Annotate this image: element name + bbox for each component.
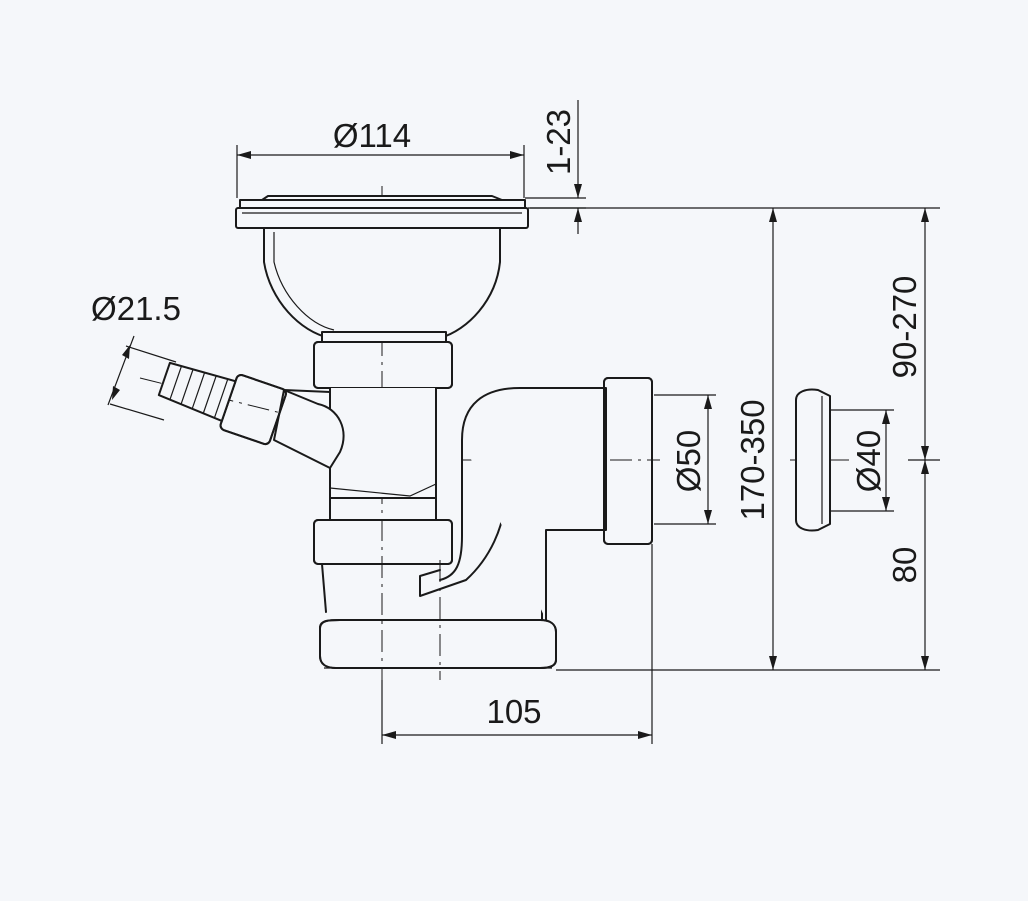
dim-width-105: 105: [486, 693, 541, 730]
outlet-coupling-nut: [603, 377, 653, 545]
dim-diameter-40: Ø40: [850, 430, 887, 492]
hose-connector: [157, 361, 287, 446]
lower-coupling-nut: [313, 519, 453, 565]
dim-height-80: 80: [886, 547, 923, 584]
outlet-elbow: [461, 387, 607, 620]
hose-branch: [273, 389, 345, 469]
end-cap-plug: [795, 388, 831, 532]
dimension-lines: [107, 100, 940, 744]
strainer-plate: [235, 195, 529, 229]
bottom-trap-nut: [319, 619, 557, 669]
dim-diameter-50: Ø50: [670, 430, 707, 492]
dim-diameter-114: Ø114: [333, 117, 411, 154]
dim-diameter-21-5: Ø21.5: [91, 290, 181, 327]
dim-height-90-270: 90-270: [886, 276, 923, 379]
dim-height-170-350: 170-350: [734, 399, 771, 520]
dim-height-1-23: 1-23: [540, 109, 577, 175]
siphon-body: [329, 388, 437, 521]
upper-coupling-nut: [313, 341, 453, 389]
strainer-basket: [263, 227, 501, 343]
